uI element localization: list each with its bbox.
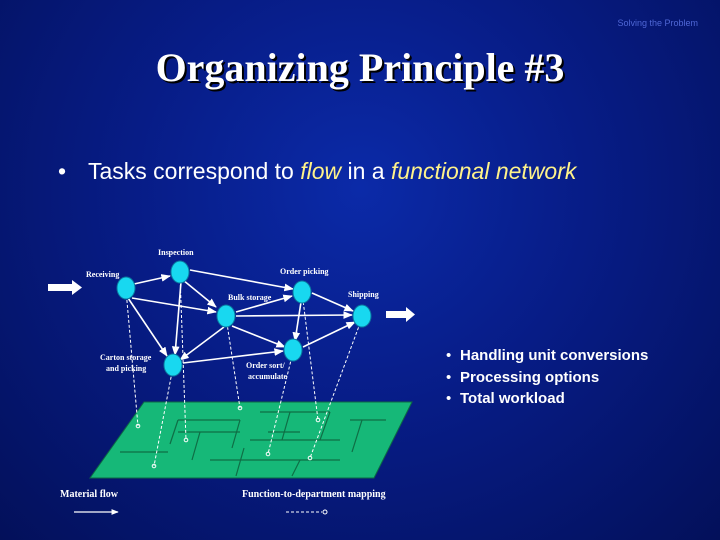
label-carton-storage-2: and picking (106, 364, 146, 373)
sub-bullet-item: Processing options (446, 367, 716, 389)
sub-bullet-list: Handling unit conversions Processing opt… (446, 345, 716, 410)
label-order-sort-1: Order sort/ (246, 361, 286, 370)
label-bulk-storage: Bulk storage (228, 293, 272, 302)
emphasis-functional-network: functional network (391, 158, 577, 184)
flow-arrows (127, 269, 356, 364)
sub-bullet-item: Handling unit conversions (446, 345, 716, 367)
order-picking-node (292, 280, 312, 304)
legend-material-flow: Material flow (60, 489, 119, 500)
label-receiving: Receiving (86, 270, 119, 279)
sub-bullet-item: Total workload (446, 388, 716, 410)
output-arrow (386, 307, 415, 322)
legend-mapping-endpoint (322, 509, 328, 515)
bullet-dot: • (58, 158, 67, 184)
slide-title: Organizing Principle #3 (155, 45, 565, 90)
section-label: Solving the Problem (617, 18, 698, 28)
mapping-lines (125, 274, 363, 467)
label-inspection: Inspection (158, 248, 194, 257)
bullet-text: Tasks correspond to flow in a functional… (88, 158, 577, 184)
inspection-node (170, 260, 190, 284)
receiving-node (116, 276, 136, 300)
label-order-sort-2: accumulate (248, 372, 288, 381)
bulk-storage-node (216, 304, 236, 328)
label-carton-storage-1: Carton storage (100, 353, 152, 362)
main-bullet: • Tasks correspond to flow in a function… (58, 156, 618, 187)
carton-storage-node (163, 353, 183, 377)
legend-mapping: Function-to-department mapping (242, 489, 386, 500)
label-shipping: Shipping (348, 290, 379, 299)
emphasis-flow: flow (300, 158, 342, 184)
order-sort-node (283, 338, 303, 362)
label-order-picking: Order picking (280, 267, 329, 276)
input-arrow (48, 280, 82, 295)
shipping-node (352, 304, 372, 328)
floor-plan (89, 401, 413, 479)
